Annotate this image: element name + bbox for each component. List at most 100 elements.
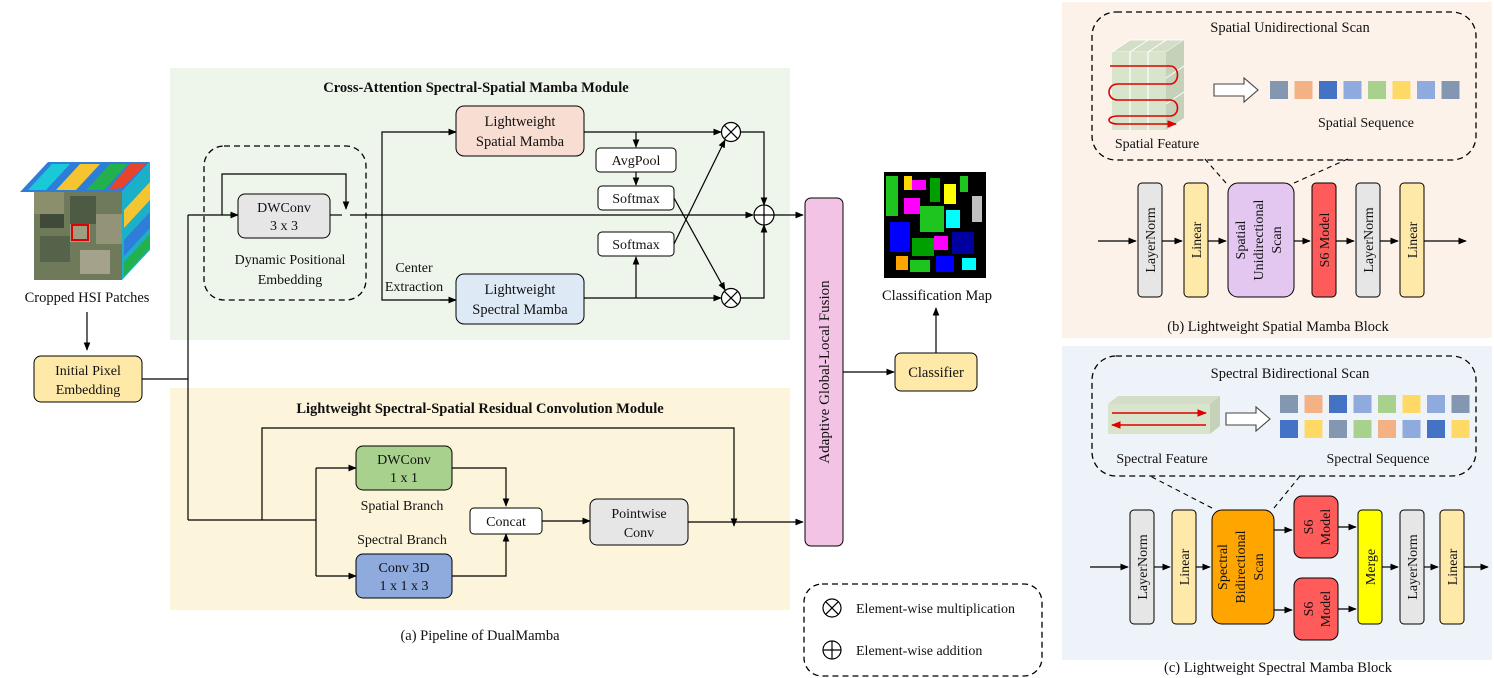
spatial-linear-2-label: Linear bbox=[1406, 221, 1421, 258]
residual-conv-title: Lightweight Spectral-Spatial Residual Co… bbox=[296, 401, 664, 417]
concat-label: Concat bbox=[486, 515, 526, 530]
spatial-layernorm-2-label: LayerNorm bbox=[1362, 207, 1377, 272]
mult-top-to-add bbox=[740, 131, 768, 206]
spatial-s6-model bbox=[1311, 182, 1337, 298]
center-extraction-line2: Extraction bbox=[385, 280, 443, 295]
spectral-seq-row1-token-6 bbox=[1402, 395, 1421, 413]
multiply-node-bottom bbox=[720, 287, 742, 309]
spatial-linear-2 bbox=[1399, 182, 1425, 298]
dpe-skip-arrow bbox=[221, 173, 350, 215]
legend-box bbox=[803, 583, 1043, 677]
adaptive-fusion-label: Adaptive Global-Local Fusion bbox=[817, 280, 833, 464]
spectral-mamba-line1: Lightweight bbox=[485, 282, 556, 298]
spatial-seq-token-7 bbox=[1417, 81, 1435, 99]
spatial-seq-token-2 bbox=[1294, 81, 1313, 99]
dwconv1-line1: DWConv bbox=[377, 453, 431, 468]
softmax-top-label: Softmax bbox=[612, 192, 659, 207]
spectral-mamba-panel-bg bbox=[1062, 346, 1492, 660]
initial-embedding-line2: Embedding bbox=[56, 383, 121, 398]
spectral-seq-row2-token-6 bbox=[1402, 420, 1421, 438]
lightweight-spectral-mamba-box bbox=[455, 273, 585, 325]
center-extraction-line1: Center bbox=[395, 261, 433, 276]
spectral-seq-row1-token-4 bbox=[1353, 395, 1372, 413]
lightweight-spatial-mamba-box bbox=[455, 105, 585, 157]
dwconv-3x3-box bbox=[237, 193, 331, 239]
spectral-seq-row2-token-1 bbox=[1280, 420, 1298, 438]
spectral-seq-row1-token-5 bbox=[1378, 395, 1396, 413]
spatial-feature-label: Spatial Feature bbox=[1115, 137, 1199, 152]
spatial-seq-token-1 bbox=[1270, 81, 1288, 99]
spectral-feature-bar bbox=[1108, 396, 1220, 434]
spectral-feature-label: Spectral Feature bbox=[1116, 452, 1207, 467]
spatial-sequence-label: Spatial Sequence bbox=[1318, 116, 1414, 131]
spatial-mamba-line2: Spatial Mamba bbox=[476, 134, 565, 150]
spatial-layernorm-1-label: LayerNorm bbox=[1144, 207, 1159, 272]
spectral-scan-title: Spectral Bidirectional Scan bbox=[1211, 366, 1370, 382]
spectral-merge-label: Merge bbox=[1364, 549, 1379, 585]
spectral-seq-row2-token-2 bbox=[1304, 420, 1323, 438]
spectral-seq-row1-token-2 bbox=[1304, 395, 1323, 413]
spatial-zoom-line-right bbox=[1293, 157, 1351, 184]
spatial-feature-cube bbox=[1108, 39, 1186, 130]
patch-selection-box bbox=[71, 224, 89, 241]
pipeline-caption: (a) Pipeline of DualMamba bbox=[400, 628, 560, 644]
spectral-seq-row2-token-7 bbox=[1427, 420, 1445, 438]
conv3d-line1: Conv 3D bbox=[379, 561, 430, 576]
dpe-label-line2: Embedding bbox=[258, 273, 323, 288]
spatial-seq-token-3 bbox=[1319, 81, 1337, 99]
spectral-sequence-label: Spectral Sequence bbox=[1326, 452, 1429, 467]
spectral-block-caption: (c) Lightweight Spectral Mamba Block bbox=[1164, 660, 1393, 676]
spatial-seq-token-8 bbox=[1441, 81, 1460, 99]
legend-multiply-symbol bbox=[822, 598, 842, 618]
dwconv1-to-concat bbox=[452, 467, 510, 507]
spectral-seq-row1-token-7 bbox=[1427, 395, 1445, 413]
classification-map-image bbox=[884, 172, 986, 278]
spectral-layernorm-1-label: LayerNorm bbox=[1136, 534, 1151, 599]
avgpool-label: AvgPool bbox=[612, 154, 661, 169]
spectral-seq-row2-token-5 bbox=[1378, 420, 1396, 438]
mult-bottom-to-add bbox=[740, 224, 768, 299]
softmax-bottom-label: Softmax bbox=[612, 238, 659, 253]
add-node bbox=[753, 204, 775, 226]
pointwise-line1: Pointwise bbox=[611, 507, 666, 522]
spectral-scan-arrow-icon bbox=[1225, 405, 1271, 433]
conv3d-line2: 1 x 1 x 3 bbox=[380, 579, 429, 594]
spectral-seq-row2-token-3 bbox=[1329, 420, 1347, 438]
spatial-branch-label: Spatial Branch bbox=[361, 499, 444, 514]
legend-multiply-label: Element-wise multiplication bbox=[856, 602, 1015, 617]
spectral-scan-block-line3: Scan bbox=[1252, 553, 1267, 580]
pointwise-line2: Conv bbox=[624, 526, 654, 541]
spatial-scan-block-line3: Scan bbox=[1270, 226, 1285, 253]
spectral-s6-top-line2: Model bbox=[1319, 509, 1334, 546]
spectral-zoom-line-left bbox=[1149, 475, 1213, 509]
dwconv3-line1: DWConv bbox=[257, 201, 311, 216]
spectral-scan-dashed-box bbox=[1091, 355, 1477, 477]
split-to-mambas bbox=[381, 131, 456, 301]
legend-add-label: Element-wise addition bbox=[856, 644, 982, 659]
softmax-bottom-to-top-mult bbox=[673, 139, 726, 245]
dynamic-positional-embedding-dashed bbox=[203, 145, 367, 301]
spatial-scan-arrow-icon bbox=[1213, 76, 1259, 104]
softmax-top-to-bottom-mult bbox=[673, 197, 726, 291]
spatial-linear-1-label: Linear bbox=[1190, 221, 1205, 258]
spatial-sequence bbox=[1270, 81, 1460, 99]
spatial-scan-block-line2: Unidirectional bbox=[1252, 199, 1267, 280]
spectral-seq-row1-token-3 bbox=[1329, 395, 1347, 413]
spectral-seq-row1-token-8 bbox=[1451, 395, 1470, 413]
spatial-unidirectional-scan-block bbox=[1227, 182, 1295, 298]
spectral-layernorm-2-label: LayerNorm bbox=[1406, 534, 1421, 599]
spectral-s6-top-line1: S6 bbox=[1302, 520, 1317, 535]
spatial-s6-label: S6 Model bbox=[1318, 212, 1333, 267]
conv3d-to-concat bbox=[452, 533, 510, 577]
spectral-seq-row2-token-8 bbox=[1451, 420, 1470, 438]
spatial-scan-block-line1: Spatial bbox=[1234, 220, 1249, 259]
spectral-branch-label: Spectral Branch bbox=[357, 533, 447, 548]
spatial-seq-token-5 bbox=[1368, 81, 1386, 99]
trunk-line bbox=[142, 215, 189, 520]
spectral-seq-row1-token-1 bbox=[1280, 395, 1298, 413]
classifier-label: Classifier bbox=[908, 365, 964, 381]
spectral-seq-row2-token-4 bbox=[1353, 420, 1372, 438]
multiply-node-top bbox=[720, 121, 742, 143]
spatial-mamba-line1: Lightweight bbox=[485, 114, 556, 130]
